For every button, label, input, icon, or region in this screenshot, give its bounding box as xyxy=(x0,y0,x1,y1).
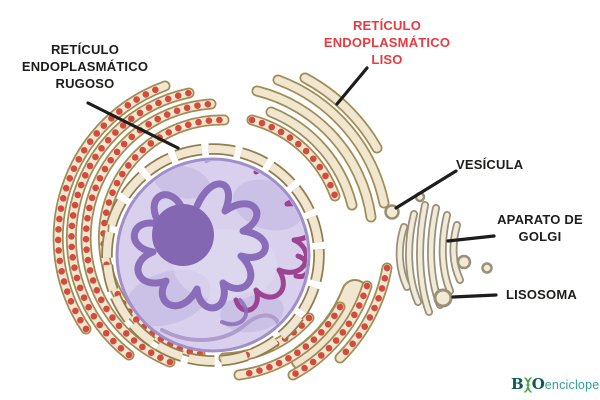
leader-line-vesicle xyxy=(394,169,458,210)
golgi-cisternae xyxy=(395,201,464,316)
label-golgi: APARATO DE GOLGI xyxy=(497,212,583,245)
watermark-name: enciclopedia xyxy=(544,378,600,392)
smooth-er-band xyxy=(299,72,383,154)
rough-er-band xyxy=(246,114,341,202)
label-rough-er: RETÍCULO ENDOPLASMÁTICO RUGOSO xyxy=(21,42,149,92)
rough-er-band xyxy=(290,279,369,372)
smooth-er-band xyxy=(251,85,377,223)
leader-lines xyxy=(86,66,498,299)
rough-er-band xyxy=(52,80,171,335)
golgi-apparatus xyxy=(384,191,493,316)
rough-er-band xyxy=(334,262,393,364)
leader-line-lysosome xyxy=(451,293,498,299)
rough-er-band xyxy=(98,114,230,360)
nucleolus xyxy=(152,204,214,266)
brand-watermark: B O enciclopedia xyxy=(511,377,600,393)
vesicle-small xyxy=(456,254,472,270)
rough-er-band xyxy=(233,301,346,381)
smooth-er-membranes xyxy=(251,72,390,223)
watermark-letter-b: B xyxy=(511,375,524,393)
leader-line-smooth-er xyxy=(335,66,369,106)
smooth-er-band xyxy=(265,106,358,211)
watermark-letter-o: O xyxy=(531,375,545,393)
label-vesicle: VESÍCULA xyxy=(456,157,524,172)
rough-er-band xyxy=(287,280,373,381)
label-lysosome: LISOSOMA xyxy=(506,287,577,302)
lysosome xyxy=(433,288,453,308)
rough-er-membranes xyxy=(52,80,393,381)
leader-line-rough-er xyxy=(86,101,180,150)
nucleus xyxy=(115,157,311,353)
rough-er-band xyxy=(80,98,217,368)
label-smooth-er: RETÍCULO ENDOPLASMÁTICO LISO xyxy=(323,18,451,68)
vesicle-small xyxy=(481,262,493,274)
rough-er-band xyxy=(65,87,195,361)
dna-helix-icon xyxy=(523,377,532,393)
nuclear-envelope xyxy=(101,143,325,367)
smooth-er-band xyxy=(272,74,390,209)
leader-line-golgi xyxy=(446,234,496,243)
